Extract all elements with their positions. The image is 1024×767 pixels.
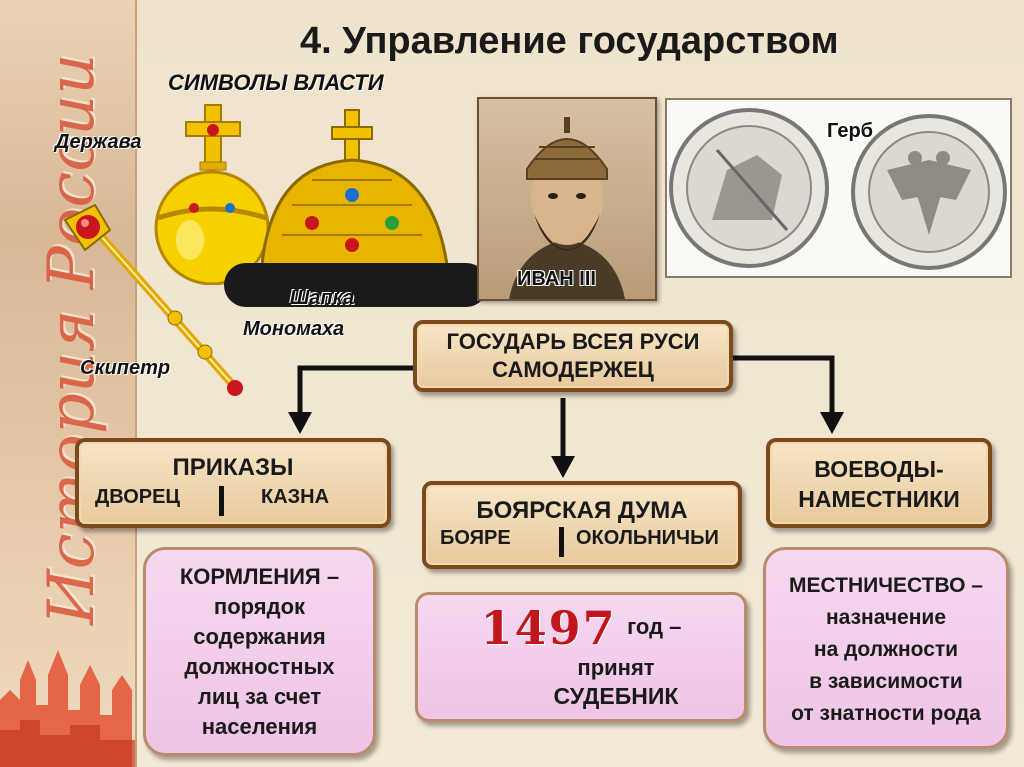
crown-icon xyxy=(224,109,488,307)
prikazy-divider xyxy=(219,486,224,516)
mestnichestvo-line-2: назначение xyxy=(825,606,947,629)
kormlenie-box: КОРМЛЕНИЯ – порядок содержания должностн… xyxy=(143,547,376,756)
portrait-caption: ИВАН III xyxy=(517,268,596,290)
mestnichestvo-line-4: в зависимости xyxy=(809,670,963,693)
voevody-box: ВОЕВОДЫ- НАМЕСТНИКИ xyxy=(766,438,992,528)
kormlenie-line-2: порядок xyxy=(213,594,306,619)
ruler-box: ГОСУДАРЬ ВСЕЯ РУСИ САМОДЕРЖЕЦ xyxy=(413,320,733,392)
voevody-line-1: ВОЕВОДЫ- xyxy=(814,456,944,482)
crown-label-2: Мономаха xyxy=(243,318,345,340)
city-silhouette xyxy=(0,650,135,767)
sudebnik-line-2: принят xyxy=(577,655,655,680)
scepter-label: Скипетр xyxy=(80,357,171,379)
duma-title: БОЯРСКАЯ ДУМА xyxy=(476,497,688,524)
ivan-portrait-icon xyxy=(509,117,625,299)
portrait-frame xyxy=(477,97,657,301)
kormlenie-line-5: лиц за счет xyxy=(197,684,322,709)
sudebnik-box: 1497 год – принят СУДЕБНИК xyxy=(415,592,747,722)
mestnichestvo-line-1: МЕСТНИЧЕСТВО – xyxy=(789,574,983,597)
prikazy-title: ПРИКАЗЫ xyxy=(172,454,294,481)
voevody-line-2: НАМЕСТНИКИ xyxy=(798,486,960,512)
kormlenie-line-1: КОРМЛЕНИЯ – xyxy=(179,564,340,589)
mestnichestvo-box: МЕСТНИЧЕСТВО – назначение на должности в… xyxy=(763,547,1009,749)
prikazy-box: ПРИКАЗЫ ДВОРЕЦ КАЗНА xyxy=(75,438,391,528)
scepter-icon xyxy=(63,203,243,396)
kormlenie-line-6: населения xyxy=(201,714,318,739)
crown-label-1: Шапка xyxy=(289,287,355,309)
orb-icon xyxy=(154,104,270,285)
duma-box: БОЯРСКАЯ ДУМА БОЯРЕ ОКОЛЬНИЧЬИ xyxy=(422,481,742,569)
decorative-strip xyxy=(0,0,137,767)
mestnichestvo-line-5: от знатности рода xyxy=(791,702,981,725)
ruler-line-1: ГОСУДАРЬ ВСЕЯ РУСИ xyxy=(446,329,700,354)
symbols-heading: СИМВОЛЫ ВЛАСТИ xyxy=(168,70,384,95)
seals-image xyxy=(665,98,1012,278)
kormlenie-line-4: должностных xyxy=(184,654,335,679)
kormlenie-line-3: содержания xyxy=(193,624,326,649)
duma-divider xyxy=(559,527,564,557)
prikazy-right: КАЗНА xyxy=(261,486,330,508)
coat-of-arms-label: Герб xyxy=(827,120,874,142)
ruler-line-2: САМОДЕРЖЕЦ xyxy=(492,357,654,382)
duma-right: ОКОЛЬНИЧЬИ xyxy=(576,527,719,549)
sudebnik-year-suffix: год – xyxy=(627,614,682,639)
duma-left: БОЯРЕ xyxy=(440,527,511,549)
mestnichestvo-line-3: на должности xyxy=(813,638,959,661)
sudebnik-line-3: СУДЕБНИК xyxy=(553,683,679,709)
prikazy-left: ДВОРЕЦ xyxy=(95,486,181,508)
seal-icon xyxy=(669,108,1007,270)
orb-label: Держава xyxy=(55,131,142,153)
slide-title: 4. Управление государством xyxy=(300,20,839,62)
sudebnik-year: 1497 xyxy=(480,601,617,655)
